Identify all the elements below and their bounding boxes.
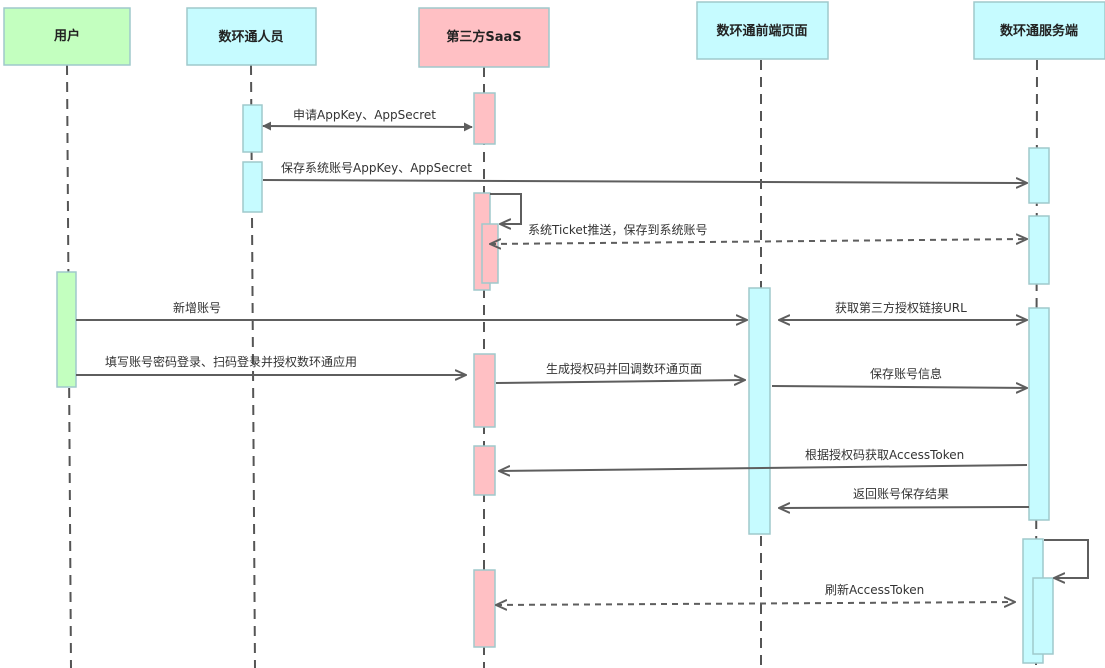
activations [56, 92, 1054, 664]
message-arrow-m1 [262, 121, 473, 132]
message-arrow-m9 [499, 464, 1028, 471]
activation-saas-1 [473, 92, 496, 145]
message-arrow-m7 [495, 380, 745, 383]
actor-saas: 第三方SaaS [418, 7, 550, 68]
actor-label-user: 用户 [53, 28, 80, 44]
message-label-m4: 新增账号 [173, 300, 221, 315]
message-label-m7: 生成授权码并回调数环通页面 [546, 361, 702, 376]
activation-staff-1 [242, 104, 263, 153]
self-loop-saas [490, 193, 522, 224]
activation-user [56, 271, 77, 388]
message-arrow-m3 [490, 239, 1027, 244]
message-labels: 申请AppKey、AppSecret 保存系统账号AppKey、AppSecre… [105, 108, 967, 597]
activation-server-3 [1028, 307, 1050, 521]
activation-saas-2-nested [481, 223, 499, 284]
message-label-m3: 系统Ticket推送，保存到系统账号 [528, 222, 708, 237]
message-label-m1: 申请AppKey、AppSecret [293, 108, 436, 122]
message-arrow-m8 [771, 386, 1027, 388]
message-label-m10: 返回账号保存结果 [853, 487, 949, 501]
message-label-m6: 填写账号密码登录、扫码登录并授权数环通应用 [105, 354, 357, 369]
actor-user: 用户 [3, 7, 131, 66]
message-label-m11: 刷新AccessToken [825, 582, 924, 597]
activation-frontend [748, 287, 771, 535]
messages [76, 121, 1089, 605]
lifelines [66, 59, 1038, 668]
activation-saas-3 [473, 353, 496, 428]
actor-server: 数环通服务端 [973, 1, 1105, 60]
actor-staff: 数环通人员 [186, 7, 317, 66]
self-loop-server [1044, 539, 1089, 578]
actor-frontend: 数环通前端页面 [696, 1, 829, 60]
activation-server-1 [1028, 147, 1050, 204]
activation-saas-5 [473, 569, 496, 648]
actor-label-saas: 第三方SaaS [446, 29, 521, 45]
message-label-m5: 获取第三方授权链接URL [835, 300, 967, 315]
message-arrow-m10 [779, 507, 1030, 508]
actor-label-frontend: 数环通前端页面 [716, 23, 807, 39]
actor-label-staff: 数环通人员 [218, 29, 283, 45]
message-arrow-m11 [496, 602, 1015, 605]
activation-server-2 [1028, 215, 1050, 285]
actor-label-server: 数环通服务端 [1000, 23, 1078, 39]
lifeline-user [66, 64, 72, 668]
message-label-m9: 根据授权码获取AccessToken [805, 447, 964, 462]
activation-server-4-nested [1032, 577, 1054, 655]
lifeline-staff [250, 64, 256, 668]
message-label-m8: 保存账号信息 [870, 366, 942, 381]
message-arrow-m2 [262, 180, 1027, 183]
activation-staff-2 [242, 161, 263, 213]
message-label-m2: 保存系统账号AppKey、AppSecret [281, 161, 472, 175]
activation-saas-4 [473, 445, 496, 496]
